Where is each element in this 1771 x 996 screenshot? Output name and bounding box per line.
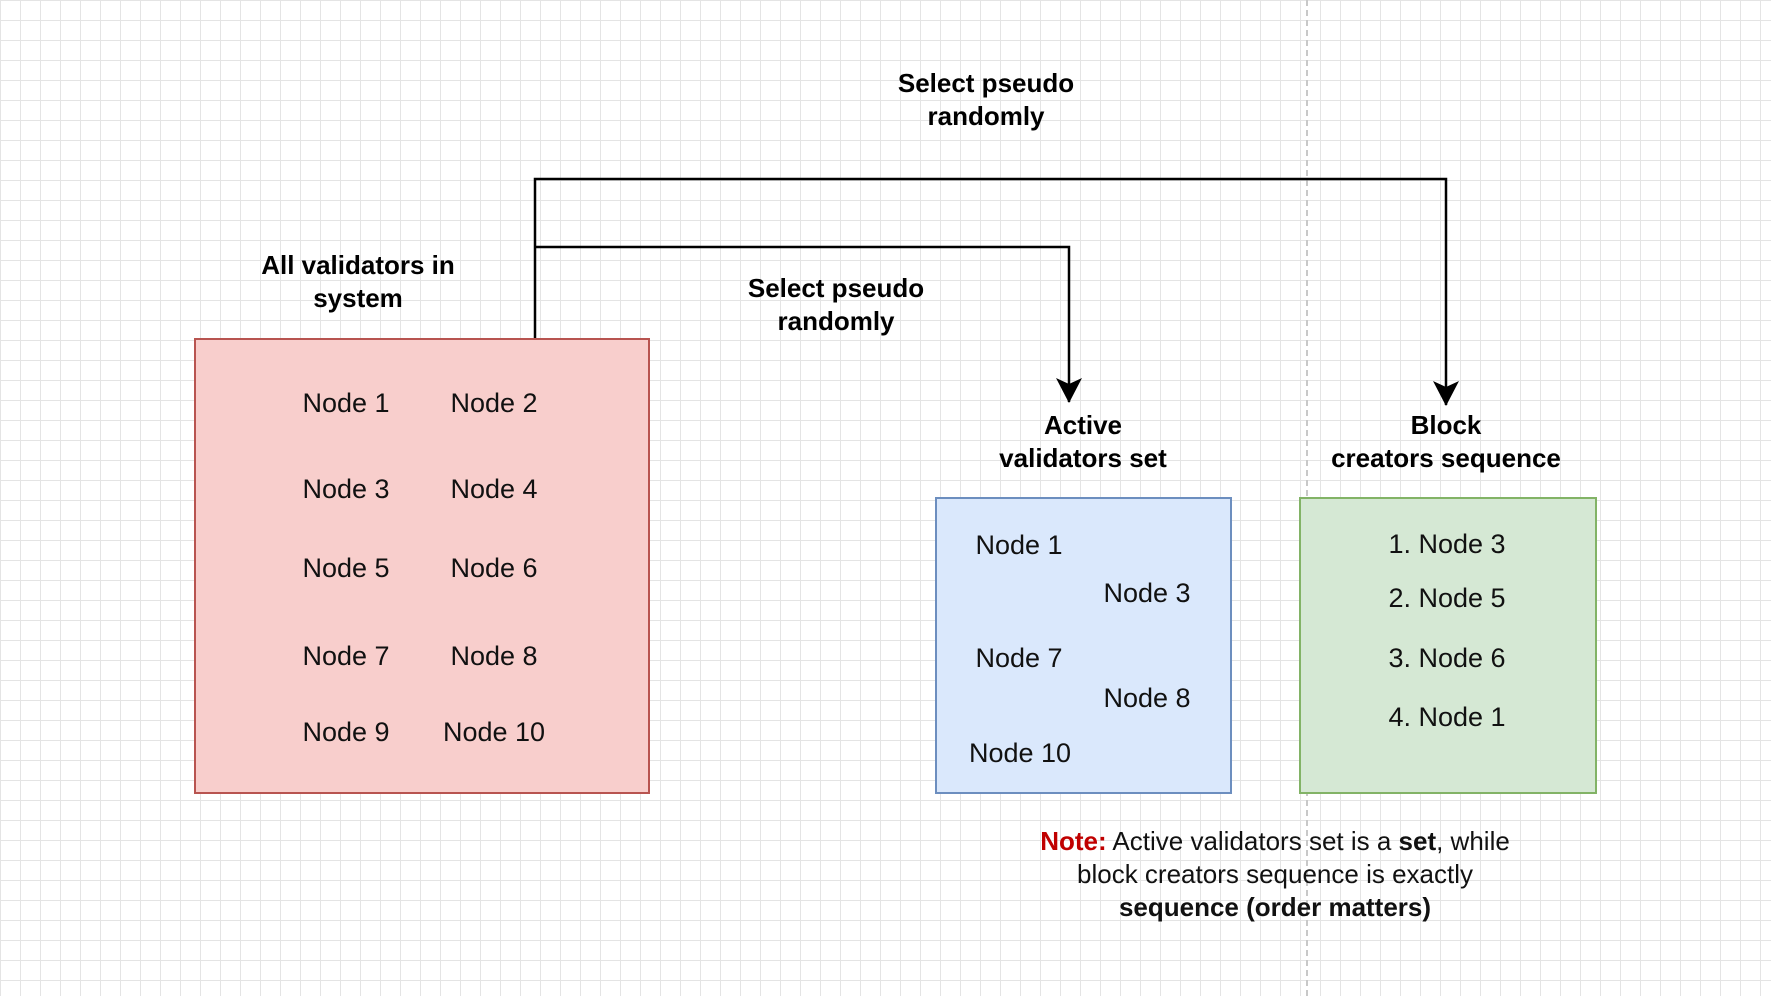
active-set-node-8: Node 8 [1103, 683, 1191, 713]
note-line-3: sequence (order matters) [1000, 891, 1550, 924]
all-validators-box[interactable] [194, 338, 650, 794]
block-creators-title-line2: creators sequence [1331, 443, 1561, 473]
block-creators-box[interactable] [1299, 497, 1597, 794]
all-validators-node-8: Node 8 [450, 641, 538, 671]
block-creators-item-3: 3. Node 6 [1388, 643, 1506, 673]
active-set-title-line1: Active [1043, 410, 1123, 440]
note-prefix: Note: [1040, 826, 1107, 856]
edge-to-active-set-arrowhead [1056, 378, 1082, 403]
block-creators-item-2: 2. Node 5 [1388, 583, 1506, 613]
inner-arrow-label: Select pseudo randomly [706, 272, 966, 338]
edge-to-block-creators-arrowhead [1433, 381, 1459, 406]
block-creators-item-1: 1. Node 3 [1388, 529, 1506, 559]
edge-to-active-set[interactable] [535, 245, 1071, 402]
active-set-title: Active validators set [933, 409, 1233, 475]
all-validators-node-3: Node 3 [302, 474, 390, 504]
note-bold-set: set [1398, 826, 1437, 856]
note-line-2: block creators sequence is exactly [1077, 859, 1473, 889]
all-validators-title-line1: All validators in [261, 250, 455, 280]
note-text: Note: Active validators set is a set, wh… [1000, 825, 1550, 924]
all-validators-node-2: Node 2 [450, 388, 538, 418]
all-validators-node-5: Node 5 [302, 553, 390, 583]
block-creators-title: Block creators sequence [1296, 409, 1596, 475]
active-set-title-line2: validators set [999, 443, 1167, 473]
all-validators-node-10: Node 10 [442, 717, 546, 747]
all-validators-node-6: Node 6 [450, 553, 538, 583]
top-arrow-label-line1: Select pseudo [897, 68, 1075, 98]
note-part1: Active validators set is a [1106, 826, 1399, 856]
top-arrow-label-line2: randomly [927, 101, 1045, 131]
active-set-node-7: Node 7 [975, 643, 1063, 673]
note-bold-sequence: sequence (order matters) [1118, 892, 1432, 922]
inner-arrow-label-line1: Select pseudo [747, 273, 925, 303]
active-set-node-10: Node 10 [968, 738, 1072, 768]
block-creators-title-line1: Block [1410, 410, 1482, 440]
edge-to-block-creators[interactable] [533, 177, 1448, 405]
active-set-node-1: Node 1 [975, 530, 1063, 560]
all-validators-node-9: Node 9 [302, 717, 390, 747]
note-line-1: Note: Active validators set is a set, wh… [1000, 825, 1550, 858]
active-set-node-3: Node 3 [1103, 578, 1191, 608]
active-validators-box[interactable] [935, 497, 1232, 794]
block-creators-item-4: 4. Node 1 [1388, 702, 1506, 732]
inner-arrow-label-line2: randomly [777, 306, 895, 336]
all-validators-title-line2: system [313, 283, 403, 313]
all-validators-node-1: Node 1 [302, 388, 390, 418]
top-arrow-label: Select pseudo randomly [856, 67, 1116, 133]
note-part2: , while [1436, 826, 1510, 856]
all-validators-title: All validators in system [228, 249, 488, 315]
all-validators-node-4: Node 4 [450, 474, 538, 504]
all-validators-node-7: Node 7 [302, 641, 390, 671]
